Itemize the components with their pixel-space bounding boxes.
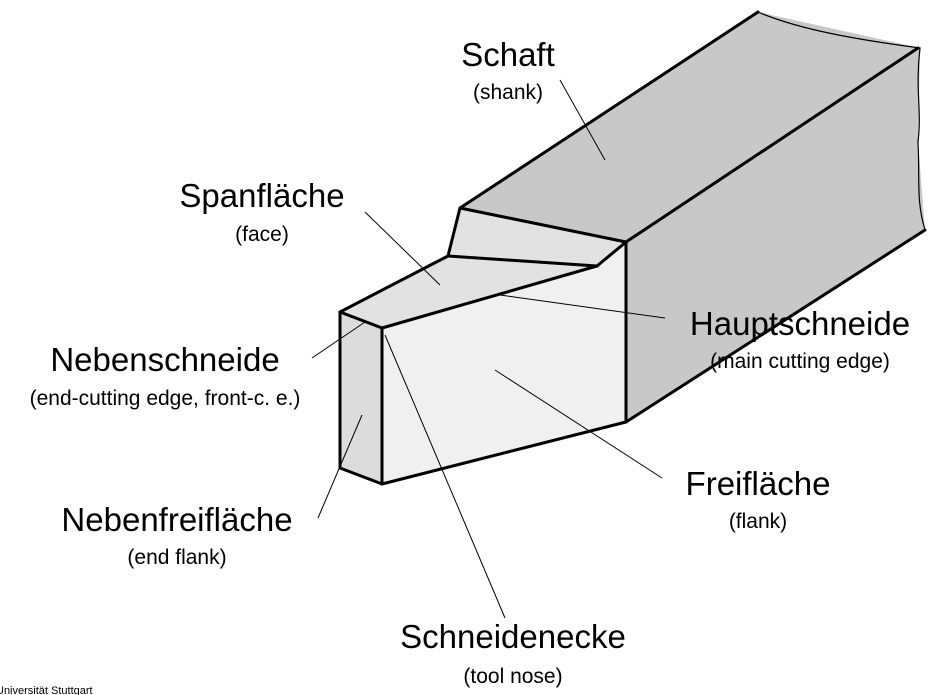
flank-surface: [382, 242, 626, 484]
outline-face-rear: [446, 254, 599, 268]
label-nebenfreiflaeche-en: (end flank): [127, 546, 226, 569]
outline-top: [338, 10, 760, 314]
leader-schaft: [559, 79, 606, 161]
leader-hauptschneide: [499, 294, 666, 319]
footer-university: Universität Stuttgart: [0, 685, 93, 695]
label-schneidenecke: Schneidenecke: [400, 618, 626, 655]
label-freiflaeche: Freifläche: [686, 465, 831, 502]
shank-break-line: [757, 11, 926, 231]
shank-top-surface: [460, 12, 920, 242]
label-freiflaeche-en: (flank): [729, 510, 787, 533]
face-surface: [448, 208, 626, 266]
outline-flank-bottom: [380, 420, 628, 486]
leader-freiflaeche: [494, 369, 663, 479]
main-cutting-edge-line: [380, 264, 599, 330]
label-schneidenecke-en: (tool nose): [463, 665, 562, 688]
leader-nebenfreiflaeche: [317, 414, 363, 519]
leader-nebenschneide: [311, 321, 366, 359]
outline-end-flank-bottom: [338, 466, 384, 486]
label-spanflaeche-en: (face): [235, 223, 289, 246]
end-cutting-edge-line: [338, 310, 384, 330]
end-flank-surface: [340, 312, 382, 484]
label-nebenfreiflaeche: Nebenfreifläche: [61, 501, 292, 538]
shank-side-surface: [626, 48, 925, 422]
label-nebenschneide-en: (end-cutting edge, front-c. e.): [30, 387, 301, 410]
face-surface-front: [340, 256, 597, 328]
outline-shank-front-top: [458, 206, 628, 244]
leader-schneidenecke: [384, 334, 506, 619]
leader-spanflaeche: [364, 211, 441, 286]
label-hauptschneide-en: (main cutting edge): [710, 350, 890, 373]
outline-face-step: [595, 240, 628, 268]
outline-shank-long-edge: [624, 46, 920, 244]
label-schaft: Schaft: [461, 36, 555, 73]
label-hauptschneide: Hauptschneide: [690, 305, 910, 342]
outline-shank-bottom-edge: [624, 228, 927, 424]
label-nebenschneide: Nebenschneide: [50, 341, 279, 378]
label-spanflaeche: Spanfläche: [179, 177, 344, 214]
label-schaft-en: (shank): [473, 81, 543, 104]
